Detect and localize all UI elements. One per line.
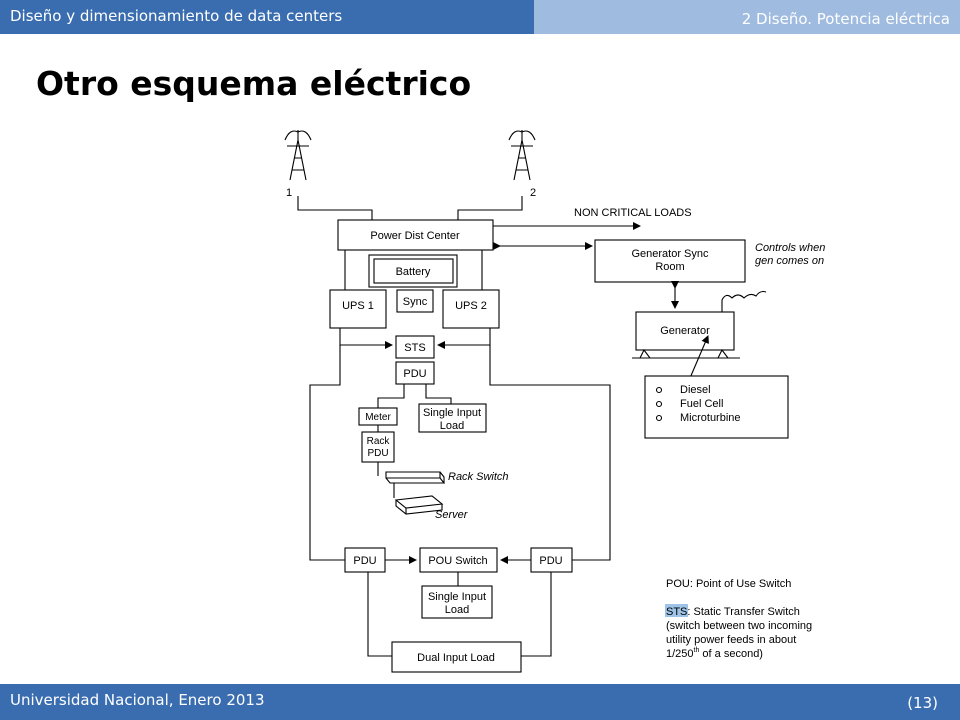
legend-sts-line4-sup: th xyxy=(694,647,700,654)
legend-sts-line4-post: of a second) xyxy=(699,648,763,660)
single-input-load-box xyxy=(418,403,487,433)
legend-sts-line3: utility power feeds in about xyxy=(666,634,796,646)
dual-input-load-box xyxy=(391,641,522,673)
section-title: 2 Diseño. Potencia eléctrica xyxy=(741,10,950,28)
gen-option-fuel-cell: Fuel Cell xyxy=(680,398,723,410)
battery-box xyxy=(373,258,454,284)
rack-switch-label: Rack Switch xyxy=(448,471,509,483)
header-left-bar: Diseño y dimensionamiento de data center… xyxy=(0,0,534,34)
sts-highlight xyxy=(665,604,688,617)
power-dist-center-label: Power Dist Center xyxy=(370,230,460,242)
single-input-load-b-line2: Load xyxy=(445,604,469,616)
ups1-box xyxy=(329,289,387,329)
power-dist-center-box xyxy=(337,219,494,251)
rack-pdu-box xyxy=(361,431,395,463)
sync-label: Sync xyxy=(403,296,428,308)
controls-note-line2: gen comes on xyxy=(755,255,824,267)
server-label: Server xyxy=(435,509,469,521)
controls-note-line1: Controls when xyxy=(755,242,825,254)
server-icon xyxy=(394,495,444,515)
non-critical-loads-label: NON CRITICAL LOADS xyxy=(574,207,692,219)
rack-switch-icon xyxy=(385,471,446,484)
legend-pou: POU: Point of Use Switch xyxy=(666,578,791,590)
gen-option-microturbine: Microturbine xyxy=(680,412,741,424)
sts-label: STS xyxy=(404,342,425,354)
sync-box xyxy=(396,289,434,313)
generator-feet-icon xyxy=(639,348,730,359)
generator-sync-room-line2: Room xyxy=(655,261,684,273)
ups2-box xyxy=(442,289,500,329)
utility-tower-2-icon xyxy=(508,130,536,181)
course-title: Diseño y dimensionamiento de data center… xyxy=(10,7,343,25)
legend-sts-line2: (switch between two incoming xyxy=(666,620,812,632)
ups2-label: UPS 2 xyxy=(455,300,487,312)
gen-option-diesel: Diesel xyxy=(680,384,711,396)
page-number: (13) xyxy=(907,694,938,712)
utility-feed-2-label: 2 xyxy=(530,187,536,199)
pou-switch-label: POU Switch xyxy=(428,555,487,567)
pou-switch-box xyxy=(419,547,498,573)
footer-institution: Universidad Nacional, Enero 2013 xyxy=(10,691,265,709)
generator-sync-room-box xyxy=(594,239,746,283)
legend-sts-def: : Static Transfer Switch xyxy=(687,606,799,618)
single-input-load-line1: Single Input xyxy=(423,407,481,419)
legend-sts-line4: 1/250th of a second) xyxy=(666,647,763,660)
generator-sync-room-line1: Generator Sync xyxy=(631,248,709,260)
pdu-right-label: PDU xyxy=(539,555,562,567)
battery-label: Battery xyxy=(396,266,431,278)
exhaust-icon xyxy=(721,290,767,312)
generator-options-box xyxy=(644,375,789,439)
header-right-bar: 2 Diseño. Potencia eléctrica xyxy=(534,0,960,34)
slide-title: Otro esquema eléctrico xyxy=(36,64,472,103)
ups1-label: UPS 1 xyxy=(342,300,374,312)
rack-pdu-line2: PDU xyxy=(367,448,388,459)
single-input-load-b-line1: Single Input xyxy=(428,591,486,603)
pdu-left-label: PDU xyxy=(353,555,376,567)
pdu-main-label: PDU xyxy=(403,368,426,380)
dual-input-load-label: Dual Input Load xyxy=(417,652,495,664)
single-input-load-b-box xyxy=(421,585,493,619)
utility-tower-1-icon xyxy=(284,130,312,181)
utility-feed-1-label: 1 xyxy=(286,187,292,199)
pdu-main-box xyxy=(395,361,435,385)
legend-sts: STS: Static Transfer Switch xyxy=(666,606,800,618)
meter-label: Meter xyxy=(365,412,391,423)
footer-bar: Universidad Nacional, Enero 2013 (13) xyxy=(0,684,960,720)
sts-box xyxy=(395,335,435,359)
legend-sts-line4-pre: 1/250 xyxy=(666,648,694,660)
single-input-load-line2: Load xyxy=(440,420,464,432)
legend-sts-abbr: STS xyxy=(666,606,687,618)
rack-pdu-line1: Rack xyxy=(367,436,391,447)
generator-box xyxy=(635,311,735,351)
generator-label: Generator xyxy=(660,325,710,337)
